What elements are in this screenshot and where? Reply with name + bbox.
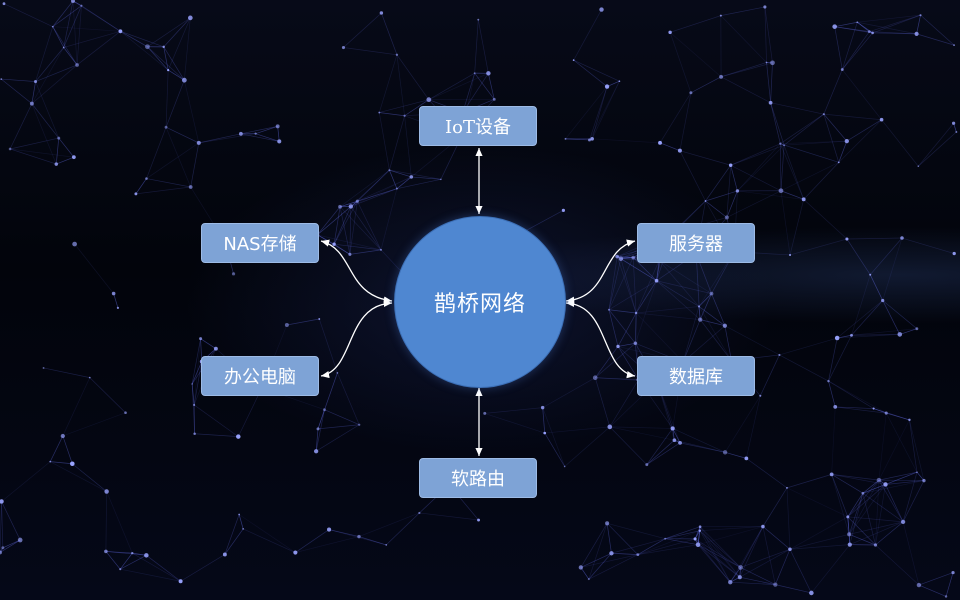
- node-office-pc: 办公电脑: [201, 356, 319, 396]
- center-node-hub: 鹊桥网络: [394, 216, 566, 388]
- connector-server: [565, 239, 636, 304]
- node-iot-label: IoT设备: [445, 117, 511, 138]
- node-nas-storage: NAS存储: [201, 223, 319, 263]
- connector-nas: [320, 239, 393, 304]
- connector-database: [565, 299, 636, 379]
- center-node-label: 鹊桥网络: [433, 292, 526, 317]
- node-router-label: 软路由: [451, 469, 505, 490]
- node-pc-label: 办公电脑: [224, 367, 296, 388]
- node-server-label: 服务器: [669, 234, 723, 255]
- node-database: 数据库: [637, 356, 755, 396]
- connector-pc: [320, 299, 393, 379]
- node-server: 服务器: [637, 223, 755, 263]
- node-database-label: 数据库: [669, 367, 723, 388]
- node-nas-label: NAS存储: [223, 234, 297, 255]
- node-soft-router: 软路由: [419, 458, 537, 498]
- node-iot-devices: IoT设备: [419, 106, 537, 146]
